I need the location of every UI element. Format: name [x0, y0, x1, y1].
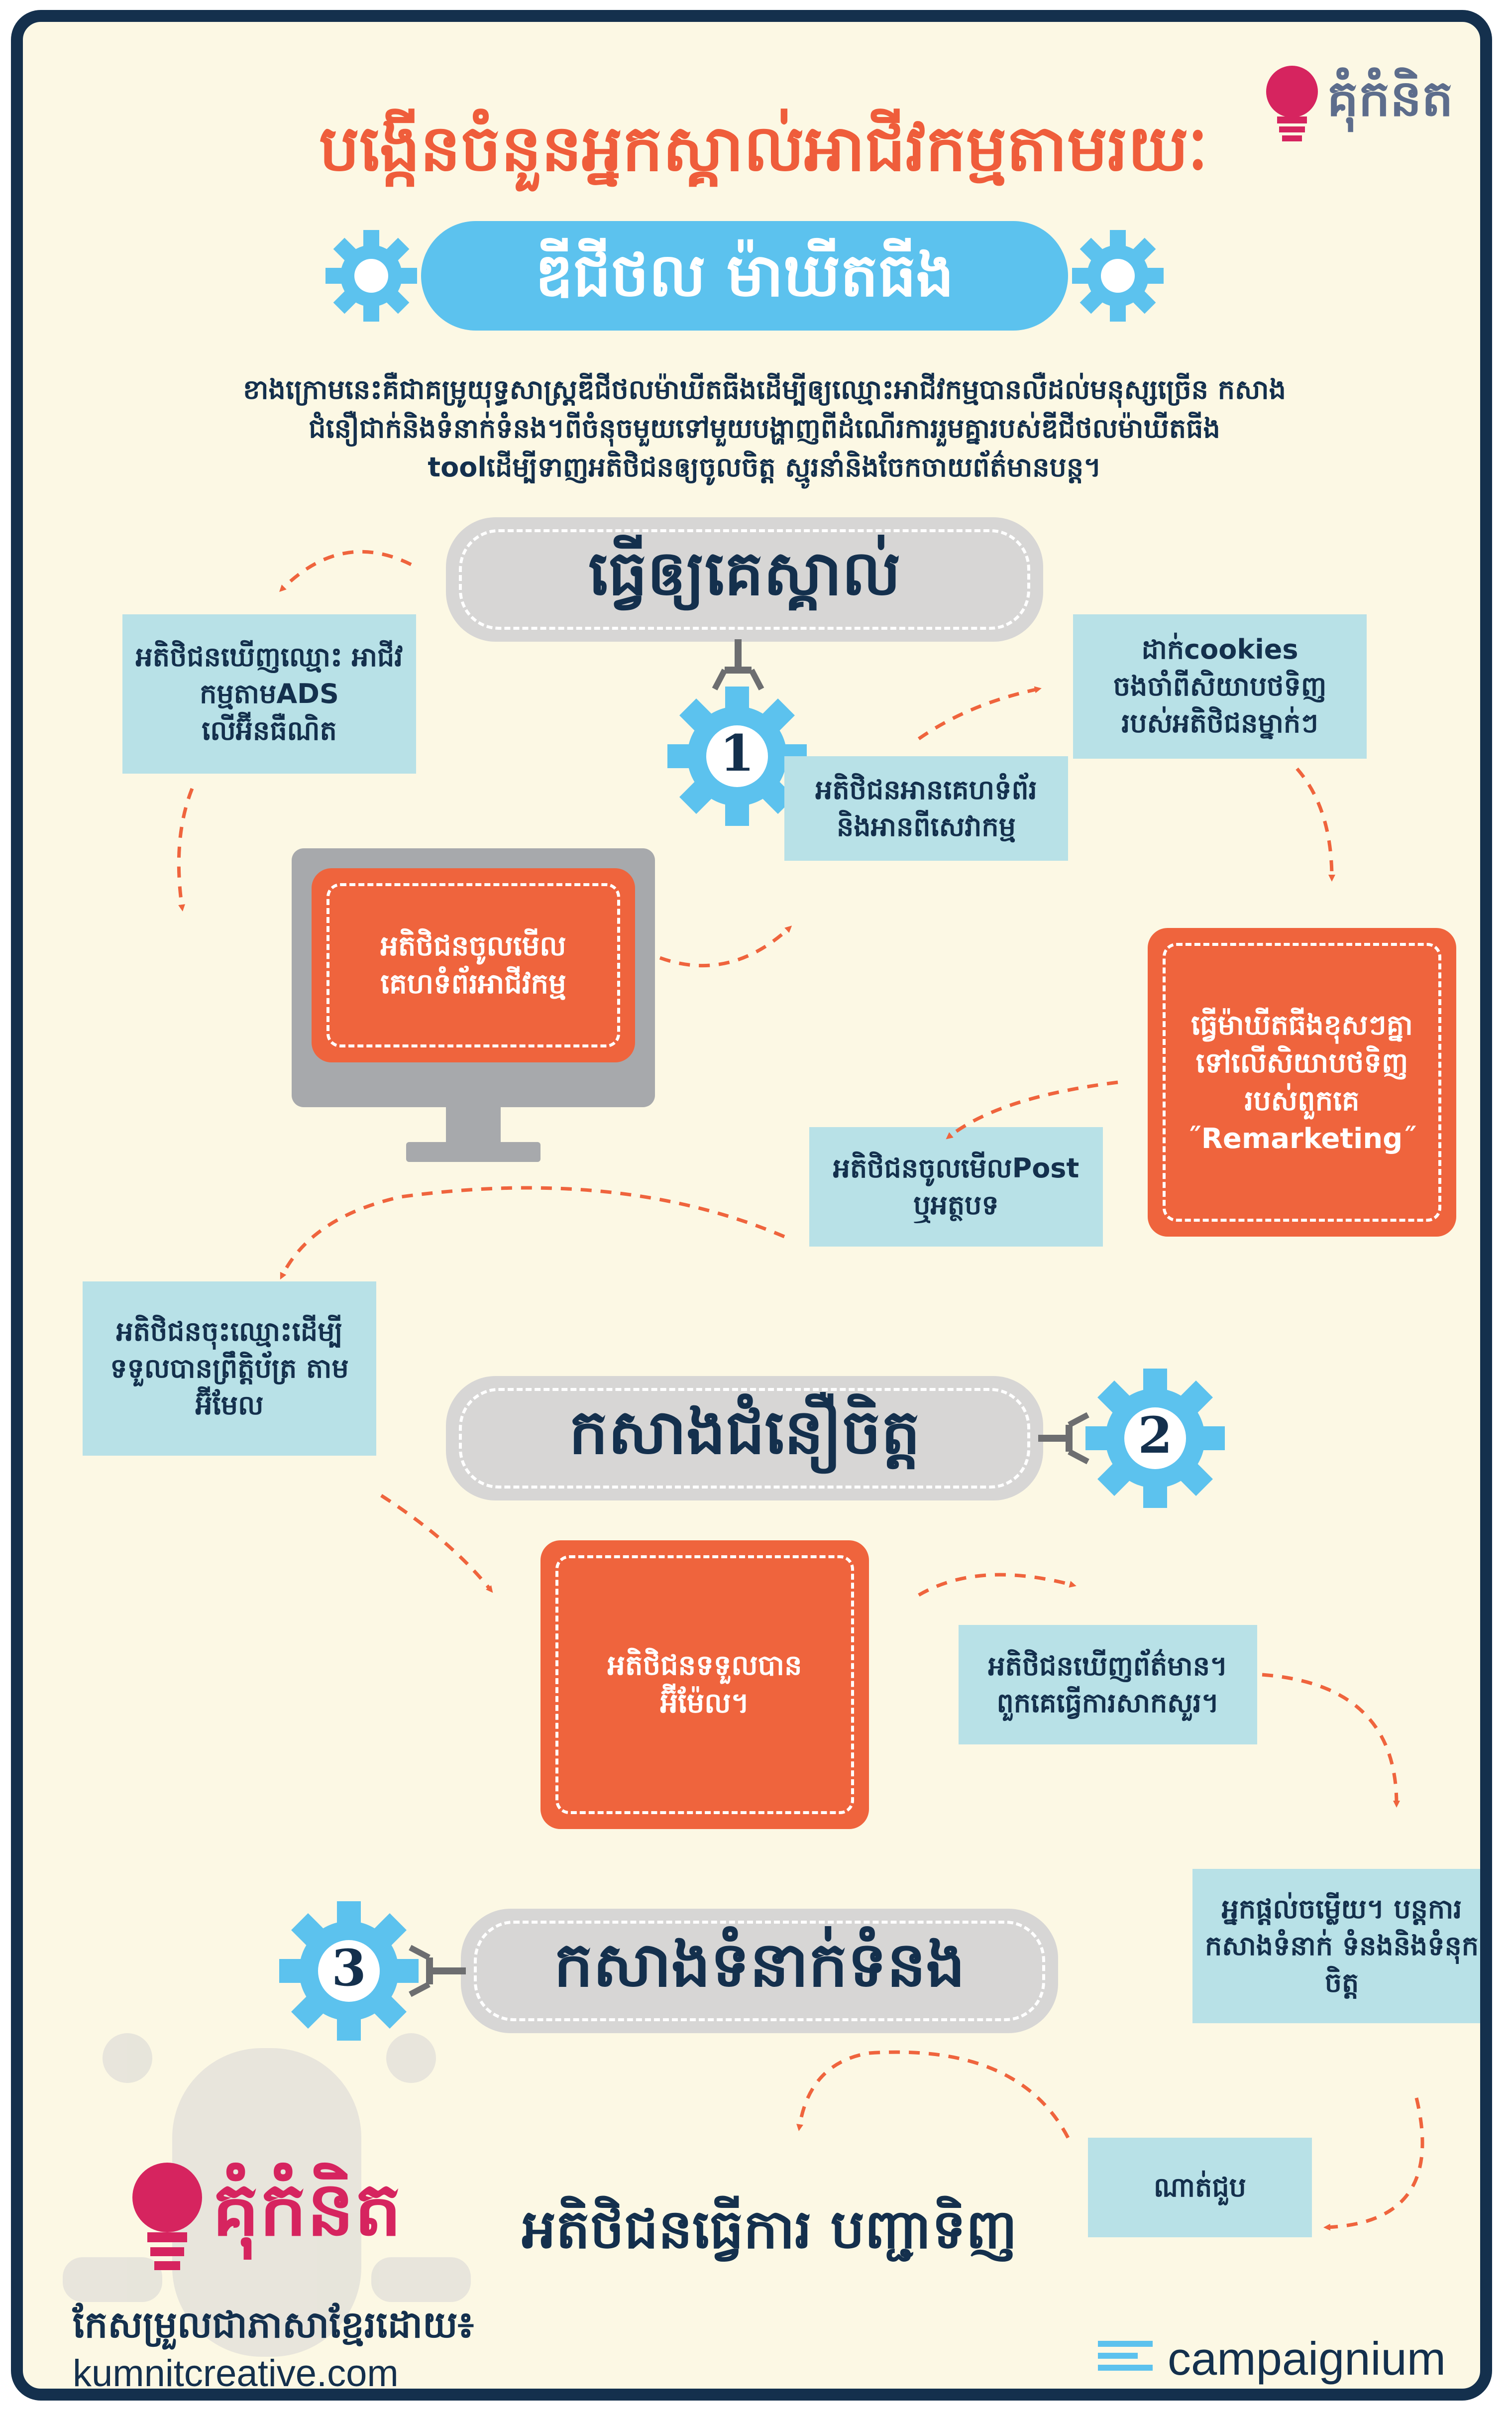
banner — [421, 221, 1068, 331]
stage-3-gear-icon — [279, 1901, 419, 2041]
stage-1-gear-icon — [667, 687, 807, 826]
footer-credit: កែសម្រួលជាភាសាខ្មែរដោយ៖ — [73, 2303, 474, 2346]
monitor-stand — [446, 1107, 501, 1142]
step-view-post: អតិថិជនចូលមើលPost ឬអត្ថបទ — [809, 1127, 1103, 1247]
brand-logo: គុំកំនិត — [1262, 52, 1471, 151]
step-respond: អ្នកផ្តល់ចម្លើយ។ បន្តការកសាងទំនាក់ ទំនងន… — [1192, 1869, 1480, 2023]
stage-1-pill: ធ្វើឲ្យគេស្គាល់ — [446, 517, 1043, 642]
arrow — [946, 1080, 1118, 1140]
brand-logo-text: គុំកំនិត — [1327, 69, 1453, 127]
arrow — [796, 2050, 1070, 2139]
step-remarketing: ធ្វើម៉ាឃីតធីងខុសៗគ្នា ទៅលើសិយាបថទិញ របស់… — [1148, 928, 1456, 1237]
arrow — [917, 686, 1042, 740]
step-see-ads: អតិថិជនឃើញឈ្មោះ អាជីវកម្មតាមADS លើអ៊ីនធឺ… — [122, 614, 416, 774]
bulb-icon — [132, 2163, 202, 2270]
intro-text: ខាងក្រោមនេះគឺជាគម្រូយុទ្ធសាស្ត្រឌីជីថលម៉… — [243, 374, 1286, 483]
step-receive-email: អតិថិជនទទួលបាន អ៊ីម៉ែល។ — [540, 1540, 869, 1829]
step-subscribe: អតិថិជនចុះឈ្មោះដើម្បី ទទួលបានព្រឹត្តិប័ត… — [83, 1281, 376, 1456]
stage-3-number: 3 — [331, 1939, 366, 1997]
step-cookies: ដាក់cookies ចងចាំពីសិយាបថទិញ របស់អតិថិជន… — [1073, 614, 1367, 759]
final-step-order: អតិថិជនធ្វើការ បញ្ជាទិញ — [522, 2198, 1017, 2261]
step-view-site: អតិថិជនចូលមើល គេហទំព័រអាជីវកម្ម — [312, 868, 635, 1062]
footer-url[interactable]: kumnitcreative.com — [73, 2352, 399, 2395]
arrow — [380, 1494, 493, 1593]
step-see-news: អតិថិជនឃើញព័ត៌មាន។ ពួកគេធ្វើការសាកសួរ។ — [959, 1625, 1257, 1744]
arrow — [1296, 767, 1335, 882]
step-read-site: អតិថិជនអានគេហទំព័រ និងអានពីសេវាកម្ម — [784, 756, 1068, 861]
arrow — [279, 550, 412, 592]
arrow — [280, 1186, 785, 1280]
stage-2-label: កសាងជំនឿចិត្ត — [569, 1396, 920, 1468]
arrow — [1262, 1673, 1400, 1808]
stage-2-gear-icon — [1085, 1369, 1225, 1508]
monitor-base — [406, 1142, 540, 1162]
step-meet: ណាត់ជួប — [1088, 2138, 1312, 2237]
page-title: បង្កើនចំនួនអ្នកស្គាល់អាជីវកម្មតាមរយៈ — [319, 112, 1208, 186]
stage-2-number: 2 — [1138, 1406, 1173, 1465]
robot-watermark-icon — [63, 2033, 471, 2357]
stage-1-label: ធ្វើឲ្យគេស្គាល់ — [588, 538, 901, 609]
arrow — [1323, 2097, 1424, 2231]
stage-2-pill: កសាងជំនឿចិត្ត — [446, 1376, 1043, 1500]
infographic-frame: គុំកំនិត បង្កើនចំនួនអ្នកស្គាល់អាជីវកម្មត… — [11, 10, 1492, 2401]
gear-connector — [1038, 1412, 1089, 1465]
campaignium-logo-icon — [1098, 2341, 1153, 2371]
gear-connector — [712, 639, 764, 690]
footer-logo-text: គុំកំនិត — [212, 2166, 402, 2253]
gear-icon — [325, 230, 417, 322]
partner-logo-text: campaignium — [1168, 2332, 1446, 2385]
stage-1-number: 1 — [720, 724, 755, 783]
stage-3-pill: កសាងទំនាក់ទំនង — [461, 1909, 1058, 2033]
arrow — [659, 925, 792, 968]
bulb-icon — [1266, 66, 1318, 141]
banner-text: ឌីជីថល ម៉ាឃីតធីង — [535, 241, 954, 310]
gear-connector — [409, 1945, 466, 1997]
flow-arrows — [177, 550, 1424, 2231]
arrow — [177, 788, 194, 912]
arrow — [918, 1573, 1077, 1597]
gear-icon — [1072, 230, 1164, 322]
stage-3-label: កសាងទំនាក់ទំនង — [553, 1929, 966, 2001]
